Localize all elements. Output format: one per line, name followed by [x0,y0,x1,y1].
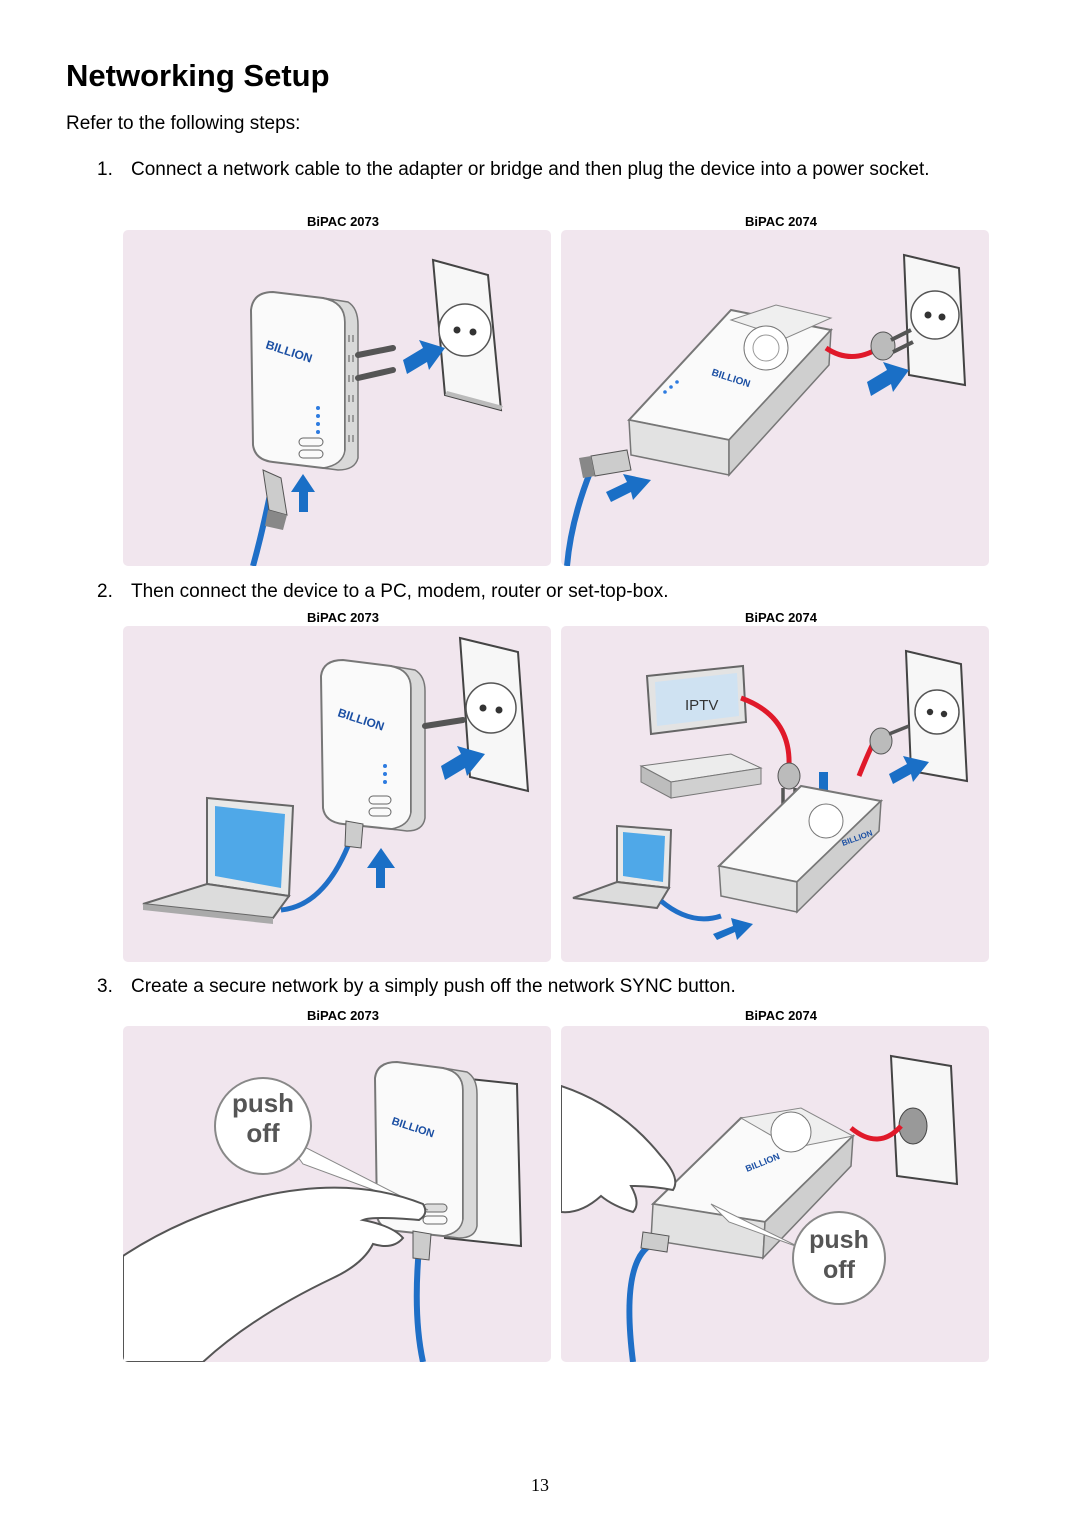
laptop-icon [572,824,673,910]
arrow-icon [441,746,485,780]
power-plug-icon [869,724,910,755]
bridge-device-icon: BILLION [716,784,884,914]
arrow-icon [713,918,753,940]
model-label-right: BiPAC 2074 [744,214,817,229]
adapter-to-pc-illustration: BILLION [142,636,530,924]
ethernet-plug-icon [412,1230,432,1261]
wall-socket-icon [902,253,967,387]
hand-icon [123,1186,427,1362]
page-title: Networking Setup [66,58,330,93]
step-number: 2. [97,581,113,602]
arrow-icon [889,756,929,784]
push-off-label: off [823,1256,856,1284]
model-label-left: BiPAC 2073 [306,214,379,229]
push-off-callout-icon: push off [710,1203,886,1305]
model-label-left: BiPAC 2073 [306,610,379,625]
page-number: 13 [531,1475,549,1495]
step-number: 3. [97,976,113,997]
step-text: Connect a network cable to the adapter o… [131,159,930,180]
arrow-icon [291,474,315,512]
power-cable [849,1124,903,1142]
wall-socket-icon [904,649,969,783]
laptop-icon [142,796,295,924]
step-1: 1. Connect a network cable to the adapte… [97,157,1017,183]
step-2: 2. Then connect the device to a PC, mode… [97,579,1017,605]
push-off-callout-icon: push off [214,1077,429,1211]
ethernet-plug-icon [579,449,632,478]
step-text: Then connect the device to a PC, modem, … [131,581,669,602]
push-off-label: push [809,1226,869,1254]
illustration-step1-bipac2073: BILLION [123,230,551,566]
network-cable [280,845,351,913]
ethernet-plug-icon [262,469,288,530]
model-label-right: BiPAC 2074 [744,1008,817,1023]
step-3: 3. Create a secure network by a simply p… [97,974,1017,1000]
arrow-icon [867,362,909,396]
step-number: 1. [97,159,113,180]
model-label-left: BiPAC 2073 [306,1008,379,1023]
bridge-device-icon: BILLION [627,304,833,477]
step-text: Create a secure network by a simply push… [131,976,736,997]
wall-socket-icon [431,258,503,412]
model-label-right: BiPAC 2074 [744,610,817,625]
bridge-sync-push-illustration: BILLION push off [561,1054,959,1362]
adapter-plug-in-illustration: BILLION [249,258,503,566]
adapter-device-icon: BILLION [373,1060,478,1239]
ethernet-plug-icon [640,1231,670,1253]
arrow-icon [403,340,445,374]
power-plug-icon [870,328,914,361]
arrow-icon [367,848,395,888]
network-cable [564,468,594,566]
illustration-step2-bipac2074: IPTV BILLION [561,626,989,962]
adapter-sync-push-illustration: BILLION push off [123,1060,523,1362]
iptv-monitor-icon: IPTV [639,664,763,799]
push-off-label: off [246,1118,280,1148]
wall-socket-icon [889,1054,959,1186]
adapter-device-icon: BILLION [249,290,396,471]
illustration-step3-bipac2073: BILLION push off [123,1026,551,1362]
illustration-step1-bipac2074: BILLION [561,230,989,566]
adapter-device-icon: BILLION [319,658,466,832]
network-cable [659,899,722,922]
illustration-step2-bipac2073: BILLION [123,626,551,962]
iptv-label: IPTV [685,697,718,714]
intro-text: Refer to the following steps: [66,113,301,134]
ethernet-plug-icon [344,820,364,849]
network-cable [413,1247,426,1362]
arrow-icon [606,474,651,502]
hand-icon [561,1084,677,1214]
illustration-step3-bipac2074: BILLION push off [561,1026,989,1362]
power-cable [740,695,792,767]
bridge-plug-in-illustration: BILLION [564,253,967,566]
network-cable [626,1243,651,1362]
push-off-label: push [232,1088,294,1118]
bridge-to-iptv-illustration: IPTV BILLION [572,649,969,940]
